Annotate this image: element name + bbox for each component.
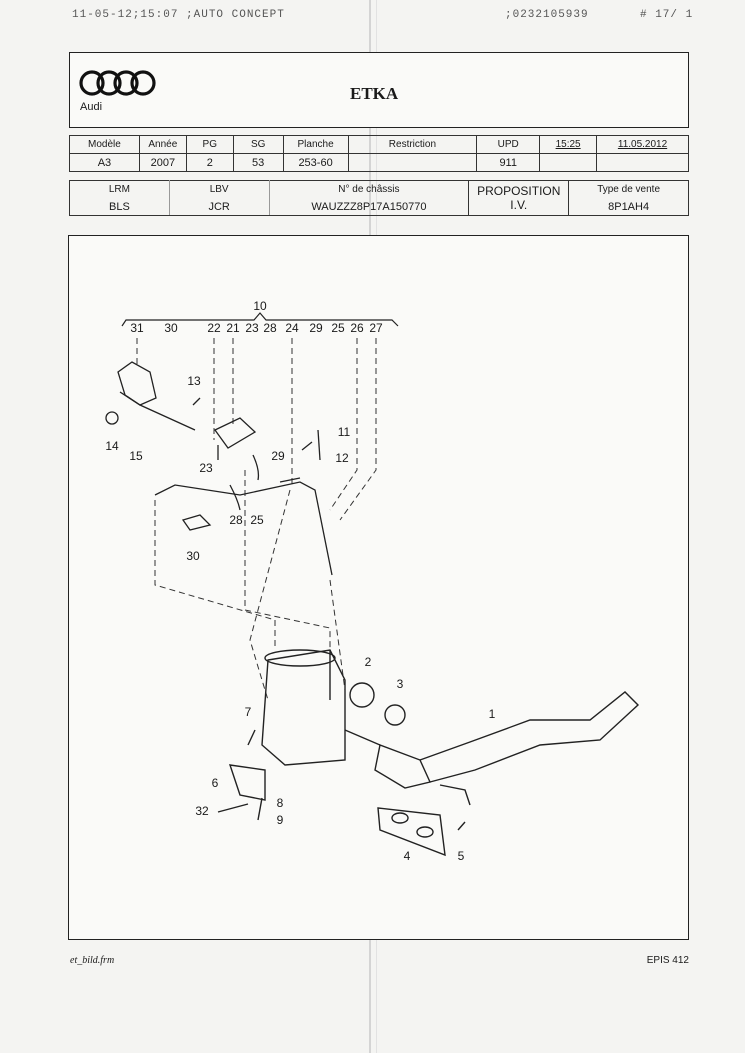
fax-header-left: 11-05-12;15:07 ;AUTO CONCEPT bbox=[72, 9, 285, 21]
code-table-value-row: BLS JCR WAUZZZ8P17A150770 8P1AH4 bbox=[69, 198, 689, 216]
value-lbv: JCR bbox=[168, 198, 270, 216]
part-label-28: 28 bbox=[229, 513, 243, 527]
header-box bbox=[69, 52, 689, 128]
header-type-vente: Type de vente bbox=[568, 180, 689, 198]
part-label-9: 9 bbox=[277, 813, 284, 827]
part-label-15: 15 bbox=[129, 449, 143, 463]
vehicle-info-table: Modèle Année PG SG Planche Restriction U… bbox=[69, 135, 689, 172]
vehicle-code-table: LRM LBV N° de châssis PROPOSITION I.V. T… bbox=[69, 180, 689, 216]
fax-header-right: # 17/ 1 bbox=[640, 9, 694, 21]
footer-code: EPIS 412 bbox=[646, 955, 689, 966]
value-proposition: PROPOSITION I.V. bbox=[468, 180, 570, 216]
value-restriction bbox=[347, 153, 478, 172]
value-type-vente: 8P1AH4 bbox=[568, 198, 689, 216]
value-chassis: WAUZZZ8P17A150770 bbox=[268, 198, 470, 216]
part-label-6: 6 bbox=[212, 776, 219, 790]
part-label-32: 32 bbox=[195, 804, 209, 818]
label-top-25: 25 bbox=[331, 321, 345, 335]
label-top-27: 27 bbox=[369, 321, 383, 335]
part-label-1: 1 bbox=[489, 707, 496, 721]
part-label-2: 2 bbox=[365, 655, 372, 669]
label-top-28: 28 bbox=[263, 321, 277, 335]
label-top-22: 22 bbox=[207, 321, 221, 335]
part-label-23: 23 bbox=[199, 461, 213, 475]
footer-form-name: et_bild.frm bbox=[70, 955, 115, 966]
part-label-29: 29 bbox=[271, 449, 285, 463]
vehicle-table-value-row: A3 2007 2 53 253-60 911 bbox=[69, 153, 689, 172]
code-table-header-row: LRM LBV N° de châssis PROPOSITION I.V. T… bbox=[69, 180, 689, 216]
value-planche: 253-60 bbox=[282, 153, 349, 172]
label-top-23: 23 bbox=[245, 321, 259, 335]
part-label-25: 25 bbox=[250, 513, 264, 527]
label-top-29: 29 bbox=[309, 321, 323, 335]
part-label-4: 4 bbox=[404, 849, 411, 863]
part-label-7: 7 bbox=[245, 705, 252, 719]
value-upd: 911 bbox=[476, 153, 541, 172]
parts-diagram-frame bbox=[68, 235, 689, 940]
part-label-13: 13 bbox=[187, 374, 201, 388]
part-label-30: 30 bbox=[186, 549, 200, 563]
page-title: ETKA bbox=[350, 84, 399, 103]
label-top-31: 31 bbox=[130, 321, 144, 335]
audi-rings-logo bbox=[79, 70, 156, 96]
value-pg: 2 bbox=[185, 153, 234, 172]
label-top-24: 24 bbox=[285, 321, 299, 335]
label-top-30: 30 bbox=[164, 321, 178, 335]
bracket-10-line bbox=[121, 312, 399, 327]
part-label-8: 8 bbox=[277, 796, 284, 810]
part-label-12: 12 bbox=[335, 451, 349, 465]
part-label-14: 14 bbox=[105, 439, 119, 453]
part-label-3: 3 bbox=[397, 677, 404, 691]
label-top-26: 26 bbox=[350, 321, 364, 335]
part-label-11: 11 bbox=[338, 425, 351, 439]
part-label-5: 5 bbox=[458, 849, 465, 863]
value-date bbox=[596, 153, 689, 172]
fax-header-mid: ;0232105939 bbox=[505, 9, 589, 21]
value-annee: 2007 bbox=[138, 153, 187, 172]
label-top-21: 21 bbox=[226, 321, 240, 335]
label-bracket-10: 10 bbox=[253, 299, 267, 313]
audi-wordmark: Audi bbox=[80, 101, 103, 113]
